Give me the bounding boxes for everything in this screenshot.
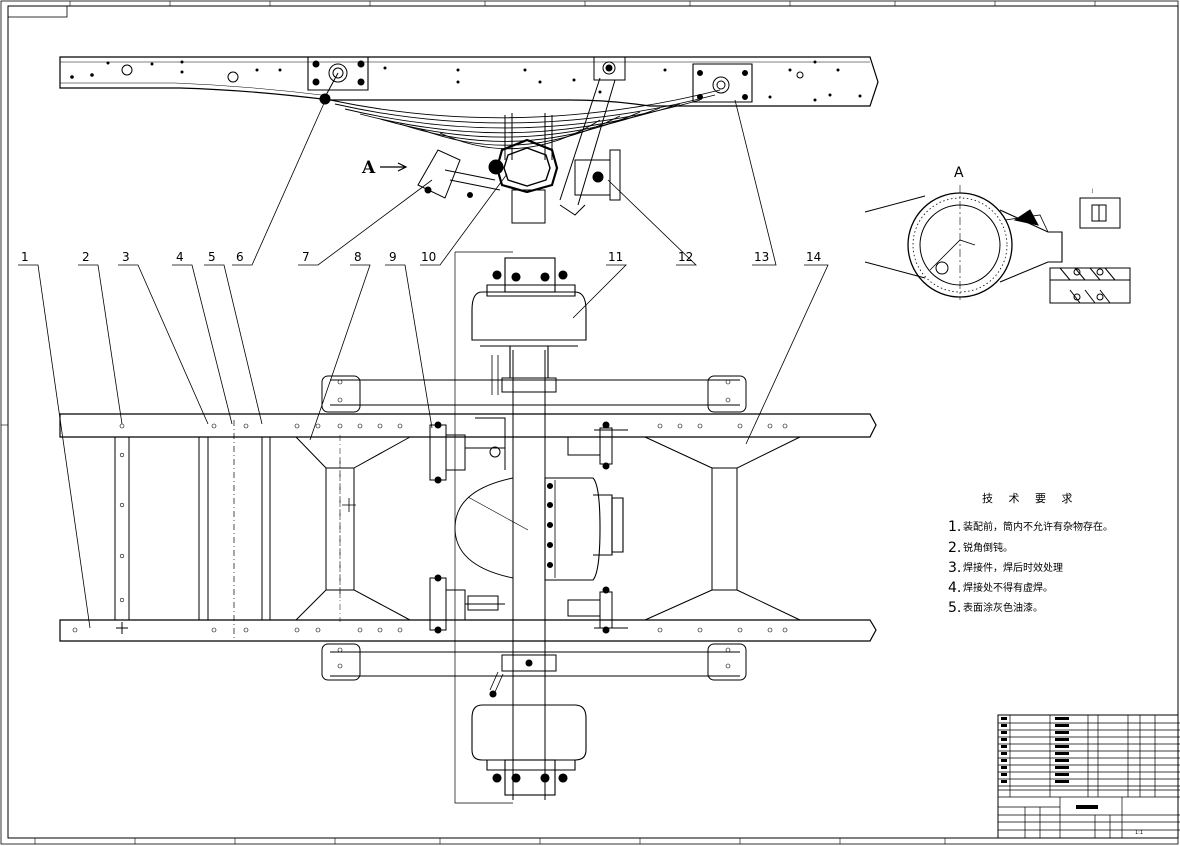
- callout-2: 2: [82, 250, 90, 264]
- differential: [454, 477, 624, 581]
- shock-absorber-lower: [567, 586, 628, 634]
- notes-title: 技 术 要 求: [982, 492, 1079, 505]
- frame-rail-upper: [59, 413, 877, 438]
- svg-text:J: J: [1091, 188, 1093, 193]
- note-5-num: 5.: [948, 600, 961, 616]
- callout-10: 10: [421, 250, 436, 264]
- note-3-num: 3.: [948, 560, 961, 576]
- callout-8: 8: [354, 250, 362, 264]
- callout-4: 4: [176, 250, 184, 264]
- shock-absorber-upper: [567, 421, 628, 470]
- callout-12: 12: [678, 250, 693, 264]
- callout-11: 11: [608, 250, 623, 264]
- callout-1: 1: [21, 250, 29, 264]
- note-4-num: 4.: [948, 580, 961, 596]
- crossmember-1: [114, 437, 130, 620]
- view-arrow-label: A: [361, 158, 376, 178]
- center-bracket: [559, 56, 626, 206]
- note-2-num: 2.: [948, 540, 961, 556]
- brake-chamber-plan-lower: [429, 574, 505, 634]
- callout-6: 6: [236, 250, 244, 264]
- side-view: [59, 56, 879, 224]
- note-1-text: 装配前，筒内不允许有杂物存在。: [963, 520, 1113, 533]
- rail-holes: [70, 60, 862, 102]
- callout-14: 14: [806, 250, 821, 264]
- u-bolt-right: [544, 113, 553, 160]
- note-2-text: 锐角倒钝。: [963, 541, 1013, 554]
- callout-9: 9: [389, 250, 397, 264]
- crossmember-2: [198, 437, 209, 620]
- upper-torque-arm: [330, 379, 740, 406]
- detail-view-label: A: [954, 165, 964, 181]
- brake-drum-upper: [471, 257, 587, 395]
- axle-tube: [512, 350, 546, 800]
- plan-view: [59, 251, 877, 804]
- brake-drum-lower: [471, 671, 587, 796]
- rear-spring-hanger: [692, 63, 753, 103]
- brake-chamber-plan-upper: [429, 417, 506, 484]
- crossmember-gusset-left: [295, 436, 411, 621]
- front-spring-hanger: [307, 56, 369, 105]
- leaf-spring: [329, 89, 721, 150]
- axle-section: [488, 138, 559, 224]
- detail-view-a: J: [864, 185, 1131, 304]
- lower-torque-arm: [330, 651, 740, 677]
- frame-rail-lower: [59, 619, 877, 642]
- note-5-text: 表面涂灰色油漆。: [963, 601, 1043, 614]
- callout-3: 3: [122, 250, 130, 264]
- plan-rail-holes: [72, 379, 788, 669]
- note-3-text: 焊接件，焊后时效处理: [963, 561, 1063, 574]
- u-bolt-left: [504, 113, 513, 160]
- brake-chamber-side: [417, 149, 501, 199]
- callout-7: 7: [302, 250, 310, 264]
- crossmember-gusset-right: [644, 436, 801, 621]
- pinion-flange-side: [559, 149, 621, 216]
- callout-5: 5: [208, 250, 216, 264]
- note-4-text: 焊接处不得有虚焊。: [963, 581, 1053, 594]
- title-block: [997, 714, 1180, 839]
- view-arrow: [380, 162, 408, 172]
- technical-requirements: 技 术 要 求 1. 装配前，筒内不允许有杂物存在。 2. 锐角倒钝。 3. 焊…: [948, 492, 1113, 616]
- note-1-num: 1.: [948, 519, 961, 535]
- crossmember-3: [261, 437, 271, 620]
- title-block-scale: 1:1: [1135, 830, 1143, 836]
- callout-13: 13: [754, 250, 769, 264]
- frame-rail-side: [59, 56, 879, 107]
- callout-numbers: 1 2 3 4 5 6 7 8 9 10 11 12 13 14: [21, 250, 821, 264]
- leader-lines: [18, 99, 829, 629]
